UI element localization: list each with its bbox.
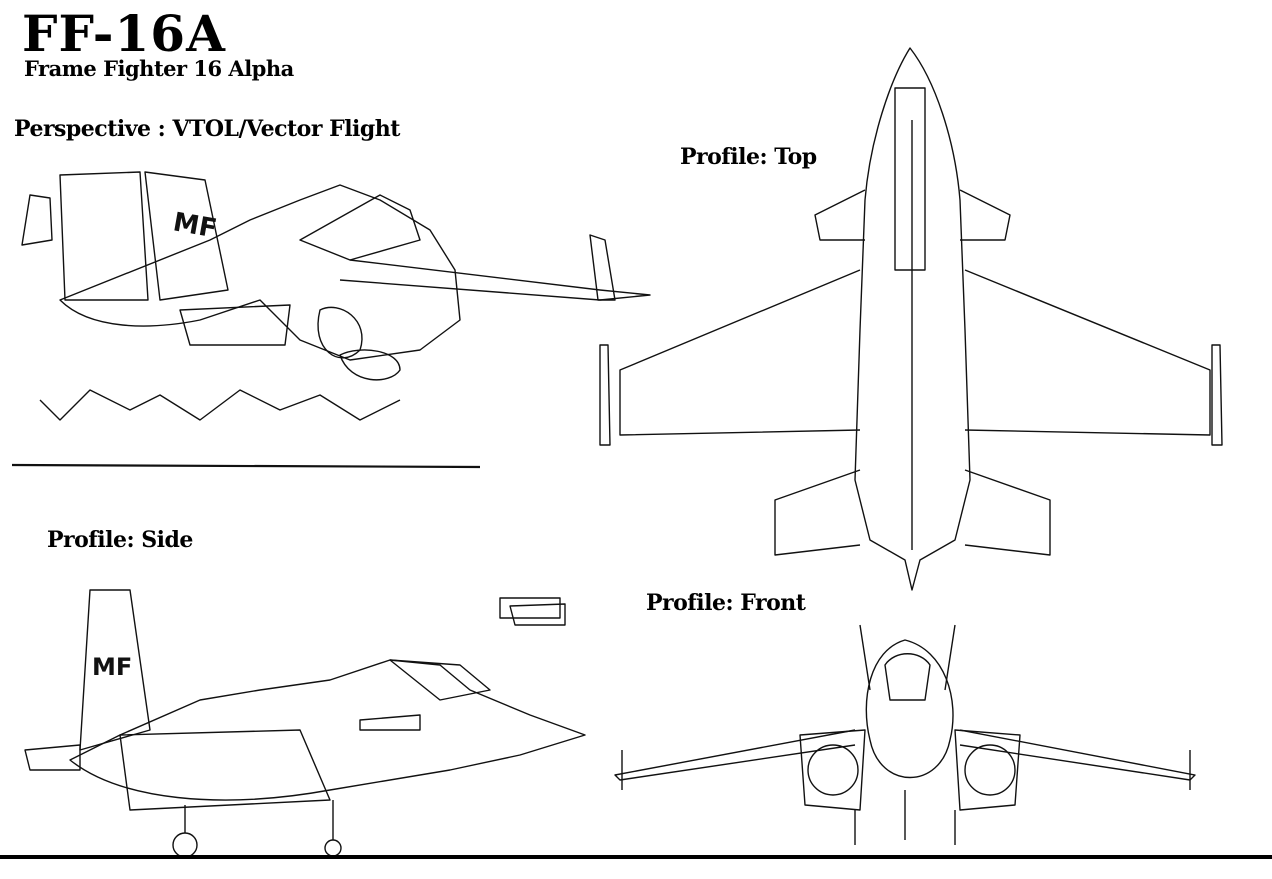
- label-perspective-view: Perspective : VTOL/Vector Flight: [14, 116, 400, 142]
- ground-line: [0, 855, 1272, 859]
- drawing-title: FF-16A: [22, 4, 226, 63]
- label-top-view: Profile: Top: [680, 144, 817, 170]
- side-tail-marking: MF: [92, 653, 132, 681]
- top-view-aircraft-drawing: [599, 47, 1223, 591]
- perspective-aircraft-drawing: MF: [11, 171, 651, 469]
- side-view-aircraft-drawing: MF: [24, 589, 586, 858]
- label-front-view: Profile: Front: [646, 590, 806, 616]
- front-view-aircraft-drawing: [614, 624, 1196, 845]
- tail-marking: MF: [171, 207, 219, 244]
- artist-signature: [499, 597, 566, 626]
- label-side-view: Profile: Side: [47, 527, 193, 553]
- drawing-subtitle: Frame Fighter 16 Alpha: [24, 56, 294, 81]
